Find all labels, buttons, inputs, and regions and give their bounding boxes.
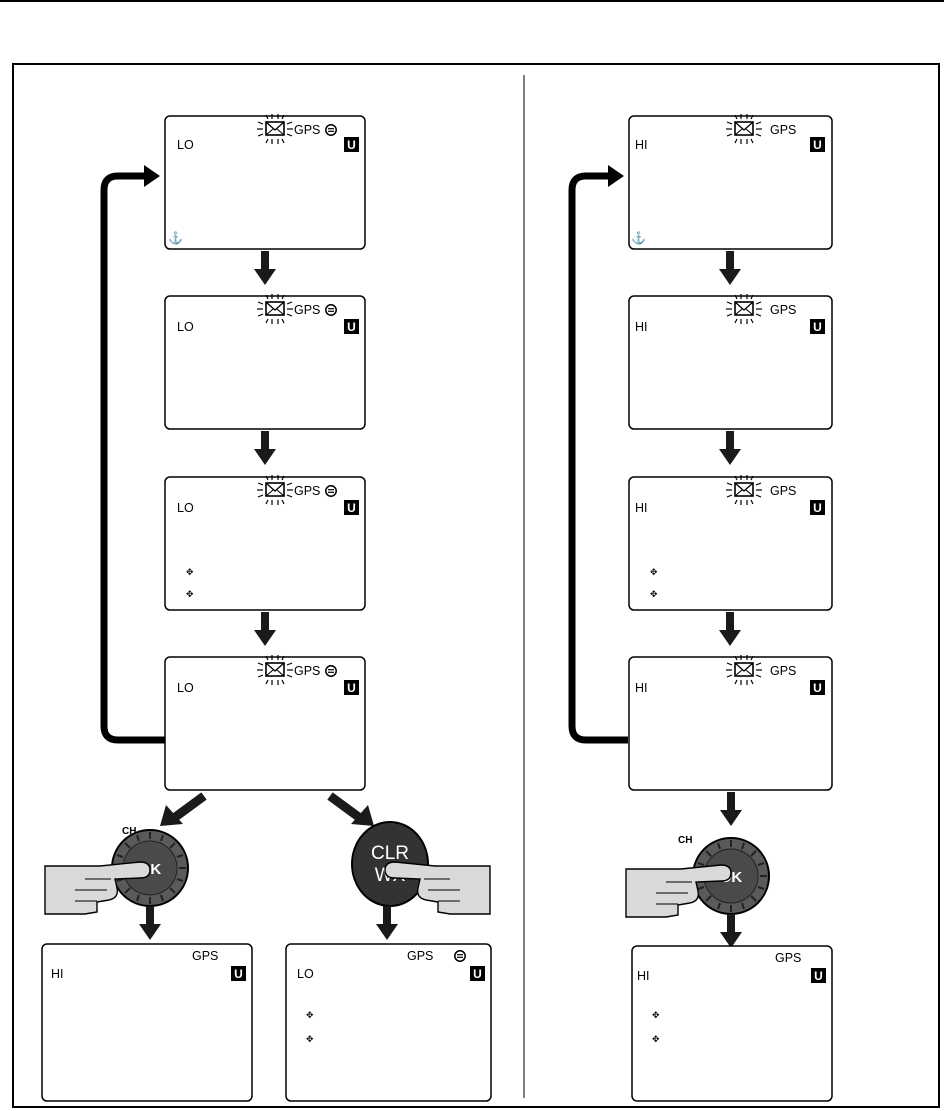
arrow-down-ok-left <box>139 906 161 940</box>
mode-label: LO <box>177 320 194 334</box>
lcd-screen-result-ok-left: HI GPS U <box>41 943 253 1102</box>
arrow-diag-to-clr <box>327 792 374 826</box>
mode-label: LO <box>297 967 314 981</box>
arrow-down-ok-right <box>720 914 742 948</box>
gps-label: GPS <box>294 484 320 498</box>
bullet-icon: ✥ <box>186 589 194 599</box>
lcd-screen-left-2: LO GPS U <box>164 293 366 430</box>
mode-label: LO <box>177 501 194 515</box>
mode-label: HI <box>635 138 648 152</box>
u-badge: U <box>473 967 482 981</box>
gps-label: GPS <box>770 484 796 498</box>
u-badge: U <box>347 138 356 152</box>
u-badge: U <box>234 967 243 981</box>
lcd-screen-left-1: LO GPS U ⚓ <box>164 113 366 250</box>
gps-label: GPS <box>770 664 796 678</box>
gps-label: GPS <box>294 303 320 317</box>
u-badge: U <box>813 138 822 152</box>
bullet-icon: ✥ <box>306 1010 314 1020</box>
gps-label: GPS <box>775 951 801 965</box>
gps-label: GPS <box>294 664 320 678</box>
anchor-icon: ⚓ <box>168 231 183 245</box>
gps-label: GPS <box>770 303 796 317</box>
lcd-screen-right-2: HI GPS U <box>628 293 833 430</box>
bullet-icon: ✥ <box>652 1010 660 1020</box>
satellite-icon <box>325 304 337 316</box>
u-badge: U <box>347 320 356 334</box>
diagram-frame <box>12 63 940 1108</box>
u-badge: U <box>347 501 356 515</box>
gps-label: GPS <box>294 123 320 137</box>
anchor-icon: ⚓ <box>631 231 646 245</box>
u-badge: U <box>813 681 822 695</box>
u-badge: U <box>813 501 822 515</box>
ch-label: CH <box>122 826 136 837</box>
satellite-icon <box>454 950 466 962</box>
loop-back-arrowhead-left <box>144 165 160 187</box>
satellite-icon <box>325 124 337 136</box>
lcd-screen-result-ok-right: HI GPS U ✥ ✥ <box>631 945 833 1102</box>
lcd-screen-right-4: HI GPS U <box>628 654 833 791</box>
loop-back-arrow-right <box>568 172 628 744</box>
lcd-screen-right-3: HI GPS U ✥ ✥ <box>628 474 833 611</box>
mode-label: HI <box>635 681 648 695</box>
gps-label: GPS <box>192 949 218 963</box>
bullet-icon: ✥ <box>650 589 658 599</box>
lcd-screen-right-1: HI GPS U ⚓ <box>628 113 833 250</box>
arrow-down-left-3 <box>254 612 276 646</box>
bullet-icon: ✥ <box>652 1034 660 1044</box>
arrow-down-right-3 <box>719 612 741 646</box>
lcd-screen-left-4: LO GPS U <box>164 654 366 791</box>
mode-label: HI <box>635 320 648 334</box>
arrow-down-right-1 <box>719 251 741 285</box>
bullet-icon: ✥ <box>186 567 194 577</box>
mode-label: LO <box>177 138 194 152</box>
bullet-icon: ✥ <box>650 567 658 577</box>
arrow-down-left-2 <box>254 431 276 465</box>
lcd-screen-left-3: LO GPS U ✥ ✥ <box>164 474 366 611</box>
arrow-down-right-2 <box>719 431 741 465</box>
satellite-icon <box>325 485 337 497</box>
loop-back-arrowhead-right <box>608 165 624 187</box>
arrow-down-left-1 <box>254 251 276 285</box>
clr-label: CLR <box>371 843 409 864</box>
satellite-icon <box>325 665 337 677</box>
bullet-icon: ✥ <box>306 1034 314 1044</box>
u-badge: U <box>814 969 823 983</box>
mode-label: HI <box>637 969 650 983</box>
ch-label: CH <box>678 835 692 846</box>
lcd-screen-result-clr: LO GPS U ✥ ✥ <box>285 943 492 1102</box>
mode-label: HI <box>51 967 64 981</box>
arrow-diag-to-ok <box>160 792 207 826</box>
arrow-down-clr <box>376 906 398 940</box>
gps-label: GPS <box>770 123 796 137</box>
u-badge: U <box>813 320 822 334</box>
mode-label: HI <box>635 501 648 515</box>
mode-label: LO <box>177 681 194 695</box>
u-badge: U <box>347 681 356 695</box>
loop-back-arrow-left <box>100 172 166 744</box>
arrow-down-right-4 <box>720 792 742 826</box>
gps-label: GPS <box>407 949 433 963</box>
